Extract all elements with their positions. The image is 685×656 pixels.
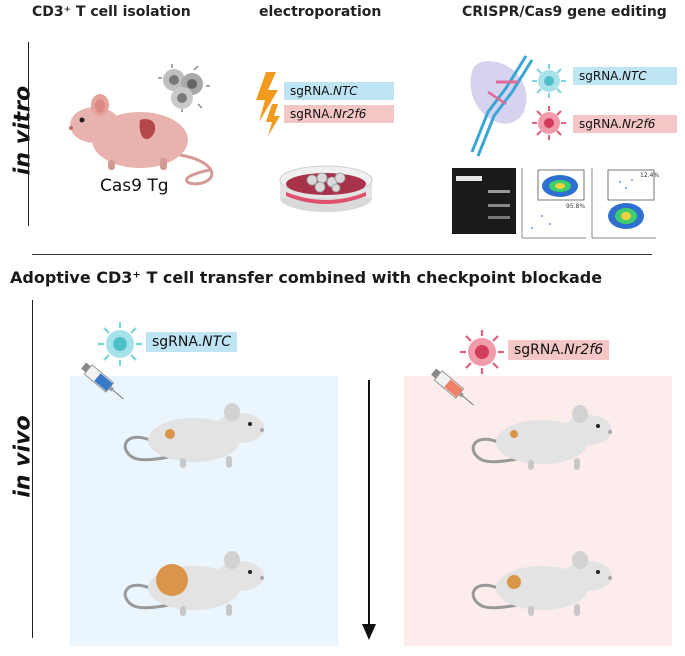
petri-dish-icon [279,165,373,212]
header-electroporation: electroporation [259,4,382,20]
in-vivo-title: Adoptive CD3⁺ T cell transfer combined w… [10,268,603,287]
flow-gate-value-top: 12.4% [640,172,660,179]
flow-gate-value-bottom: 95.8% [566,203,586,210]
mouse-nr2f6-medium-tumor [471,551,612,616]
sgrna-nr2f6-label-editing: sgRNA.Nr2f6 [573,115,677,133]
mouse-nr2f6-small-tumor [471,405,612,470]
mouse-ntc-small-tumor [123,403,264,468]
header-crispr-editing: CRISPR/Cas9 gene editing [462,4,667,20]
t-cell-cluster-icon [158,64,210,112]
gel-electrophoresis-image [452,168,516,234]
time-arrow-down [362,380,376,640]
cas9-mouse-illustration [69,94,214,186]
sgrna-nr2f6-label-electroporation: sgRNA.Nr2f6 [284,105,394,123]
lightning-bolt-icon [256,72,280,136]
sgrna-ntc-label-invivo: sgRNA.NTC [146,332,237,352]
sgrna-ntc-label-editing: sgRNA.NTC [573,67,677,85]
cas9-tg-label: Cas9 Tg [100,176,169,196]
sgrna-ntc-label-electroporation: sgRNA.NTC [284,82,394,100]
header-cd3-isolation: CD3⁺ T cell isolation [32,4,191,20]
syringe-ntc-icon [81,362,124,400]
t-cell-nr2f6-icon [532,106,566,140]
t-cell-ntc-icon-large [98,322,142,366]
in-vivo-bracket [32,300,33,638]
in-vitro-bracket [28,42,29,226]
sgrna-nr2f6-label-invivo: sgRNA.Nr2f6 [508,340,610,360]
flow-cytometry-plot-ntc [520,168,586,240]
cas9-dna-complex-icon [470,55,534,157]
side-label-in-vitro: in vitro [10,85,36,176]
flow-cytometry-plot-nr2f6 [590,168,656,240]
mouse-ntc-large-tumor [123,551,264,616]
t-cell-ntc-icon [532,64,566,98]
section-divider [32,254,652,255]
syringe-nr2f6-icon [431,368,474,406]
t-cell-nr2f6-icon-large [460,330,504,374]
